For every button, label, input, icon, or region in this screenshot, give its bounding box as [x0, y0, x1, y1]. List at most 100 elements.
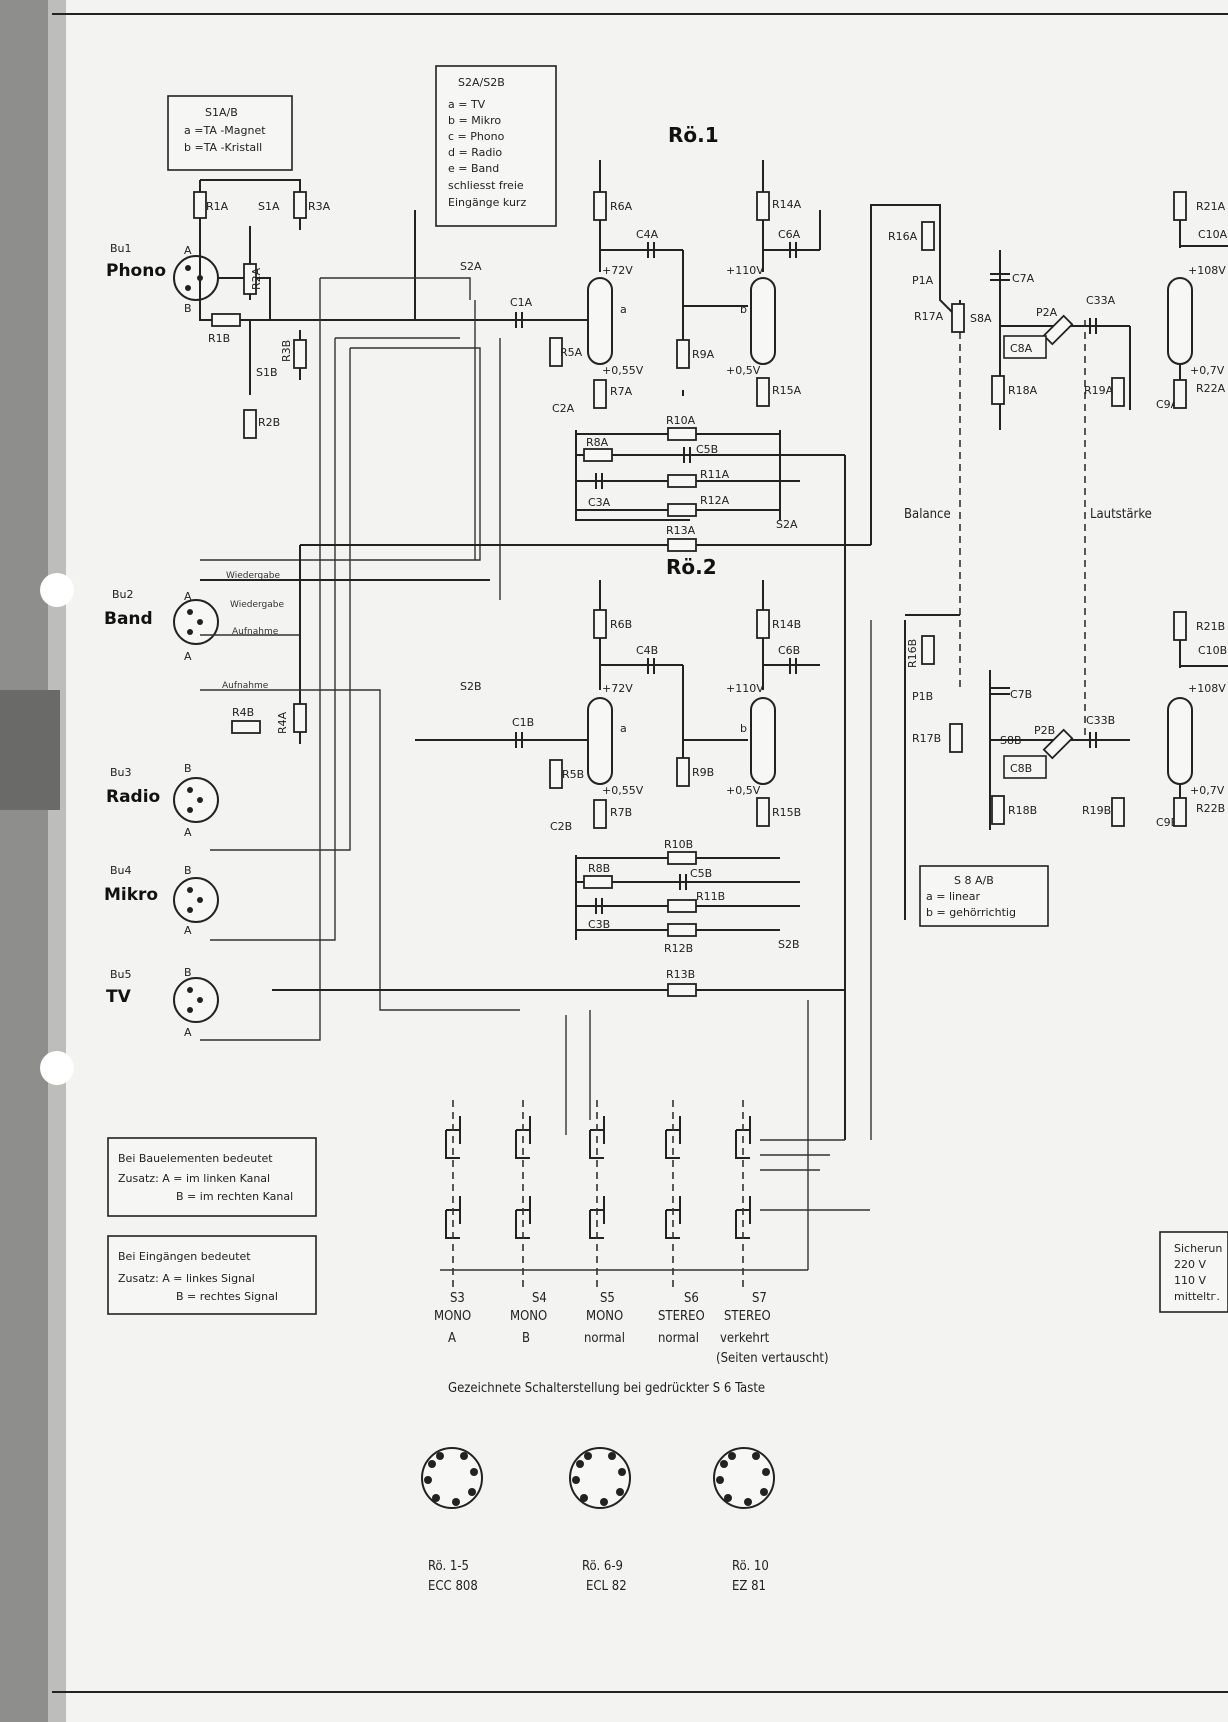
legend-bauelemente-line: Zusatz: A = im linken Kanal — [118, 1172, 270, 1185]
voltage-label: +72V — [602, 682, 633, 695]
sicherung-line: mitteltг. — [1174, 1290, 1220, 1303]
svg-text:b: b — [740, 722, 747, 735]
component-label: C8A — [1010, 342, 1033, 355]
component-label: R3A — [308, 200, 331, 213]
component-label: R1A — [206, 200, 229, 213]
component-label: C2A — [552, 402, 575, 415]
input-id: Bu5 — [110, 968, 132, 981]
s2-legend-line: b = Mikro — [448, 114, 501, 127]
component-label: C4B — [636, 644, 658, 657]
component-label: C7B — [1010, 688, 1032, 701]
voltage-label: +0,7V — [1190, 364, 1225, 377]
s1-legend-box: S1A/B a =TA -Magnet b =TA -Kristall — [167, 95, 293, 171]
tube-base-ecl82: Rö. 6-9 ECL 82 — [569, 1447, 631, 1594]
component-label: C2B — [550, 820, 572, 833]
component-label: R15B — [772, 806, 801, 819]
s2-legend-line: schliesst freie — [448, 179, 524, 192]
component-label: C1A — [510, 296, 533, 309]
sicherung-line: Sicherun — [1174, 1242, 1222, 1255]
component-label: R3B — [280, 340, 293, 362]
input-socket-radio: Bu3 Radio B A — [106, 762, 219, 839]
input-id: Bu3 — [110, 766, 132, 779]
input-id: Bu1 — [110, 242, 132, 255]
s2-legend-line: c = Phono — [448, 130, 505, 143]
tube-base-label: Rö. 1-5 — [428, 1559, 469, 1574]
component-label: R11A — [700, 468, 730, 481]
legend-bauelemente-line: B = im rechten Kanal — [176, 1190, 293, 1203]
component-label: P1A — [912, 274, 934, 287]
switch-mode: STEREO — [724, 1309, 771, 1324]
voltage-label: +0,7V — [1190, 784, 1225, 797]
tube-base-ecc808: Rö. 1-5 ECC 808 — [421, 1447, 483, 1594]
component-label: R15A — [772, 384, 802, 397]
switch-mode: normal — [584, 1331, 625, 1346]
voltage-label: +108V — [1188, 264, 1226, 277]
voltage-label: +0,5V — [726, 784, 761, 797]
component-label: C6A — [778, 228, 801, 241]
component-label: R8B — [588, 862, 610, 875]
svg-text:A: A — [184, 826, 192, 839]
svg-text:A: A — [184, 924, 192, 937]
component-label: R17B — [912, 732, 941, 745]
component-label: C7A — [1012, 272, 1035, 285]
component-label: R1B — [208, 332, 230, 345]
s8-legend-title: S 8 A/B — [954, 874, 994, 887]
sicherung-line: 110 V — [1174, 1274, 1206, 1287]
component-label: C5B — [690, 867, 712, 880]
component-label: R8A — [586, 436, 609, 449]
switch-label-s3: S3 MONO A — [434, 1291, 471, 1346]
switch-mode: normal — [658, 1331, 699, 1346]
component-label: C10A — [1198, 228, 1228, 241]
component-label: R18B — [1008, 804, 1037, 817]
component-label: R10A — [666, 414, 696, 427]
switch-label-s5: S5 MONO normal — [584, 1291, 625, 1346]
component-label: R5B — [562, 768, 584, 781]
component-label: S8B — [1000, 734, 1022, 747]
switch-mode: MONO — [510, 1309, 547, 1324]
component-label: C9A — [1156, 398, 1179, 411]
svg-text:B: B — [184, 966, 192, 979]
component-label: R13B — [666, 968, 695, 981]
band-wire-label: Aufnahme — [232, 627, 279, 637]
switch-bank — [445, 1100, 751, 1290]
tube-base-label: Rö. 10 — [732, 1559, 769, 1574]
component-label: C6B — [778, 644, 800, 657]
switch-mode: (Seiten vertauscht) — [716, 1351, 829, 1366]
legend-bauelemente: Bei Bauelementen bedeutet Zusatz: A = im… — [107, 1137, 317, 1217]
component-label: R4B — [232, 706, 254, 719]
component-label: R9A — [692, 348, 715, 361]
components-channel-b: R4B R4A S2B C1B R5B C2B R6B R7B C4B R9B … — [231, 609, 1227, 997]
tube-stage-3a: +108V +0,7V — [1167, 264, 1226, 377]
switch-id: S7 — [752, 1291, 767, 1306]
component-label: R18A — [1008, 384, 1038, 397]
component-label: R5A — [560, 346, 583, 359]
component-label: C3B — [588, 918, 610, 931]
component-label: R14B — [772, 618, 801, 631]
s1-legend-b: b =TA -Kristall — [184, 141, 262, 154]
component-label: R17A — [914, 310, 944, 323]
s2-legend-line: Eingänge kurz — [448, 196, 526, 209]
component-label: R22A — [1196, 382, 1226, 395]
component-label: C8B — [1010, 762, 1032, 775]
svg-text:B: B — [184, 864, 192, 877]
legend-eingaenge: Bei Eingängen bedeutet Zusatz: A = linke… — [107, 1235, 317, 1315]
s2-legend-line: d = Radio — [448, 146, 502, 159]
component-label: P1B — [912, 690, 933, 703]
svg-text:B: B — [184, 762, 192, 775]
component-label: R2A — [250, 267, 263, 290]
s1-legend-a: a =TA -Magnet — [184, 124, 266, 137]
section-label-balance: Balance — [904, 507, 951, 522]
component-label: R16B — [906, 639, 919, 668]
voltage-label: +0,5V — [726, 364, 761, 377]
tube-stage-1b: +72V +0,55V a — [587, 682, 644, 797]
switch-mode: STEREO — [658, 1309, 705, 1324]
tube-ro2-label: Rö.2 — [666, 555, 717, 579]
component-label: R7A — [610, 385, 633, 398]
input-name: Radio — [106, 787, 160, 807]
legend-bauelemente-line: Bei Bauelementen bedeutet — [118, 1152, 273, 1165]
input-id: Bu2 — [112, 588, 134, 601]
component-label: S2A — [460, 260, 482, 273]
switch-mode: verkehrt — [720, 1331, 770, 1346]
